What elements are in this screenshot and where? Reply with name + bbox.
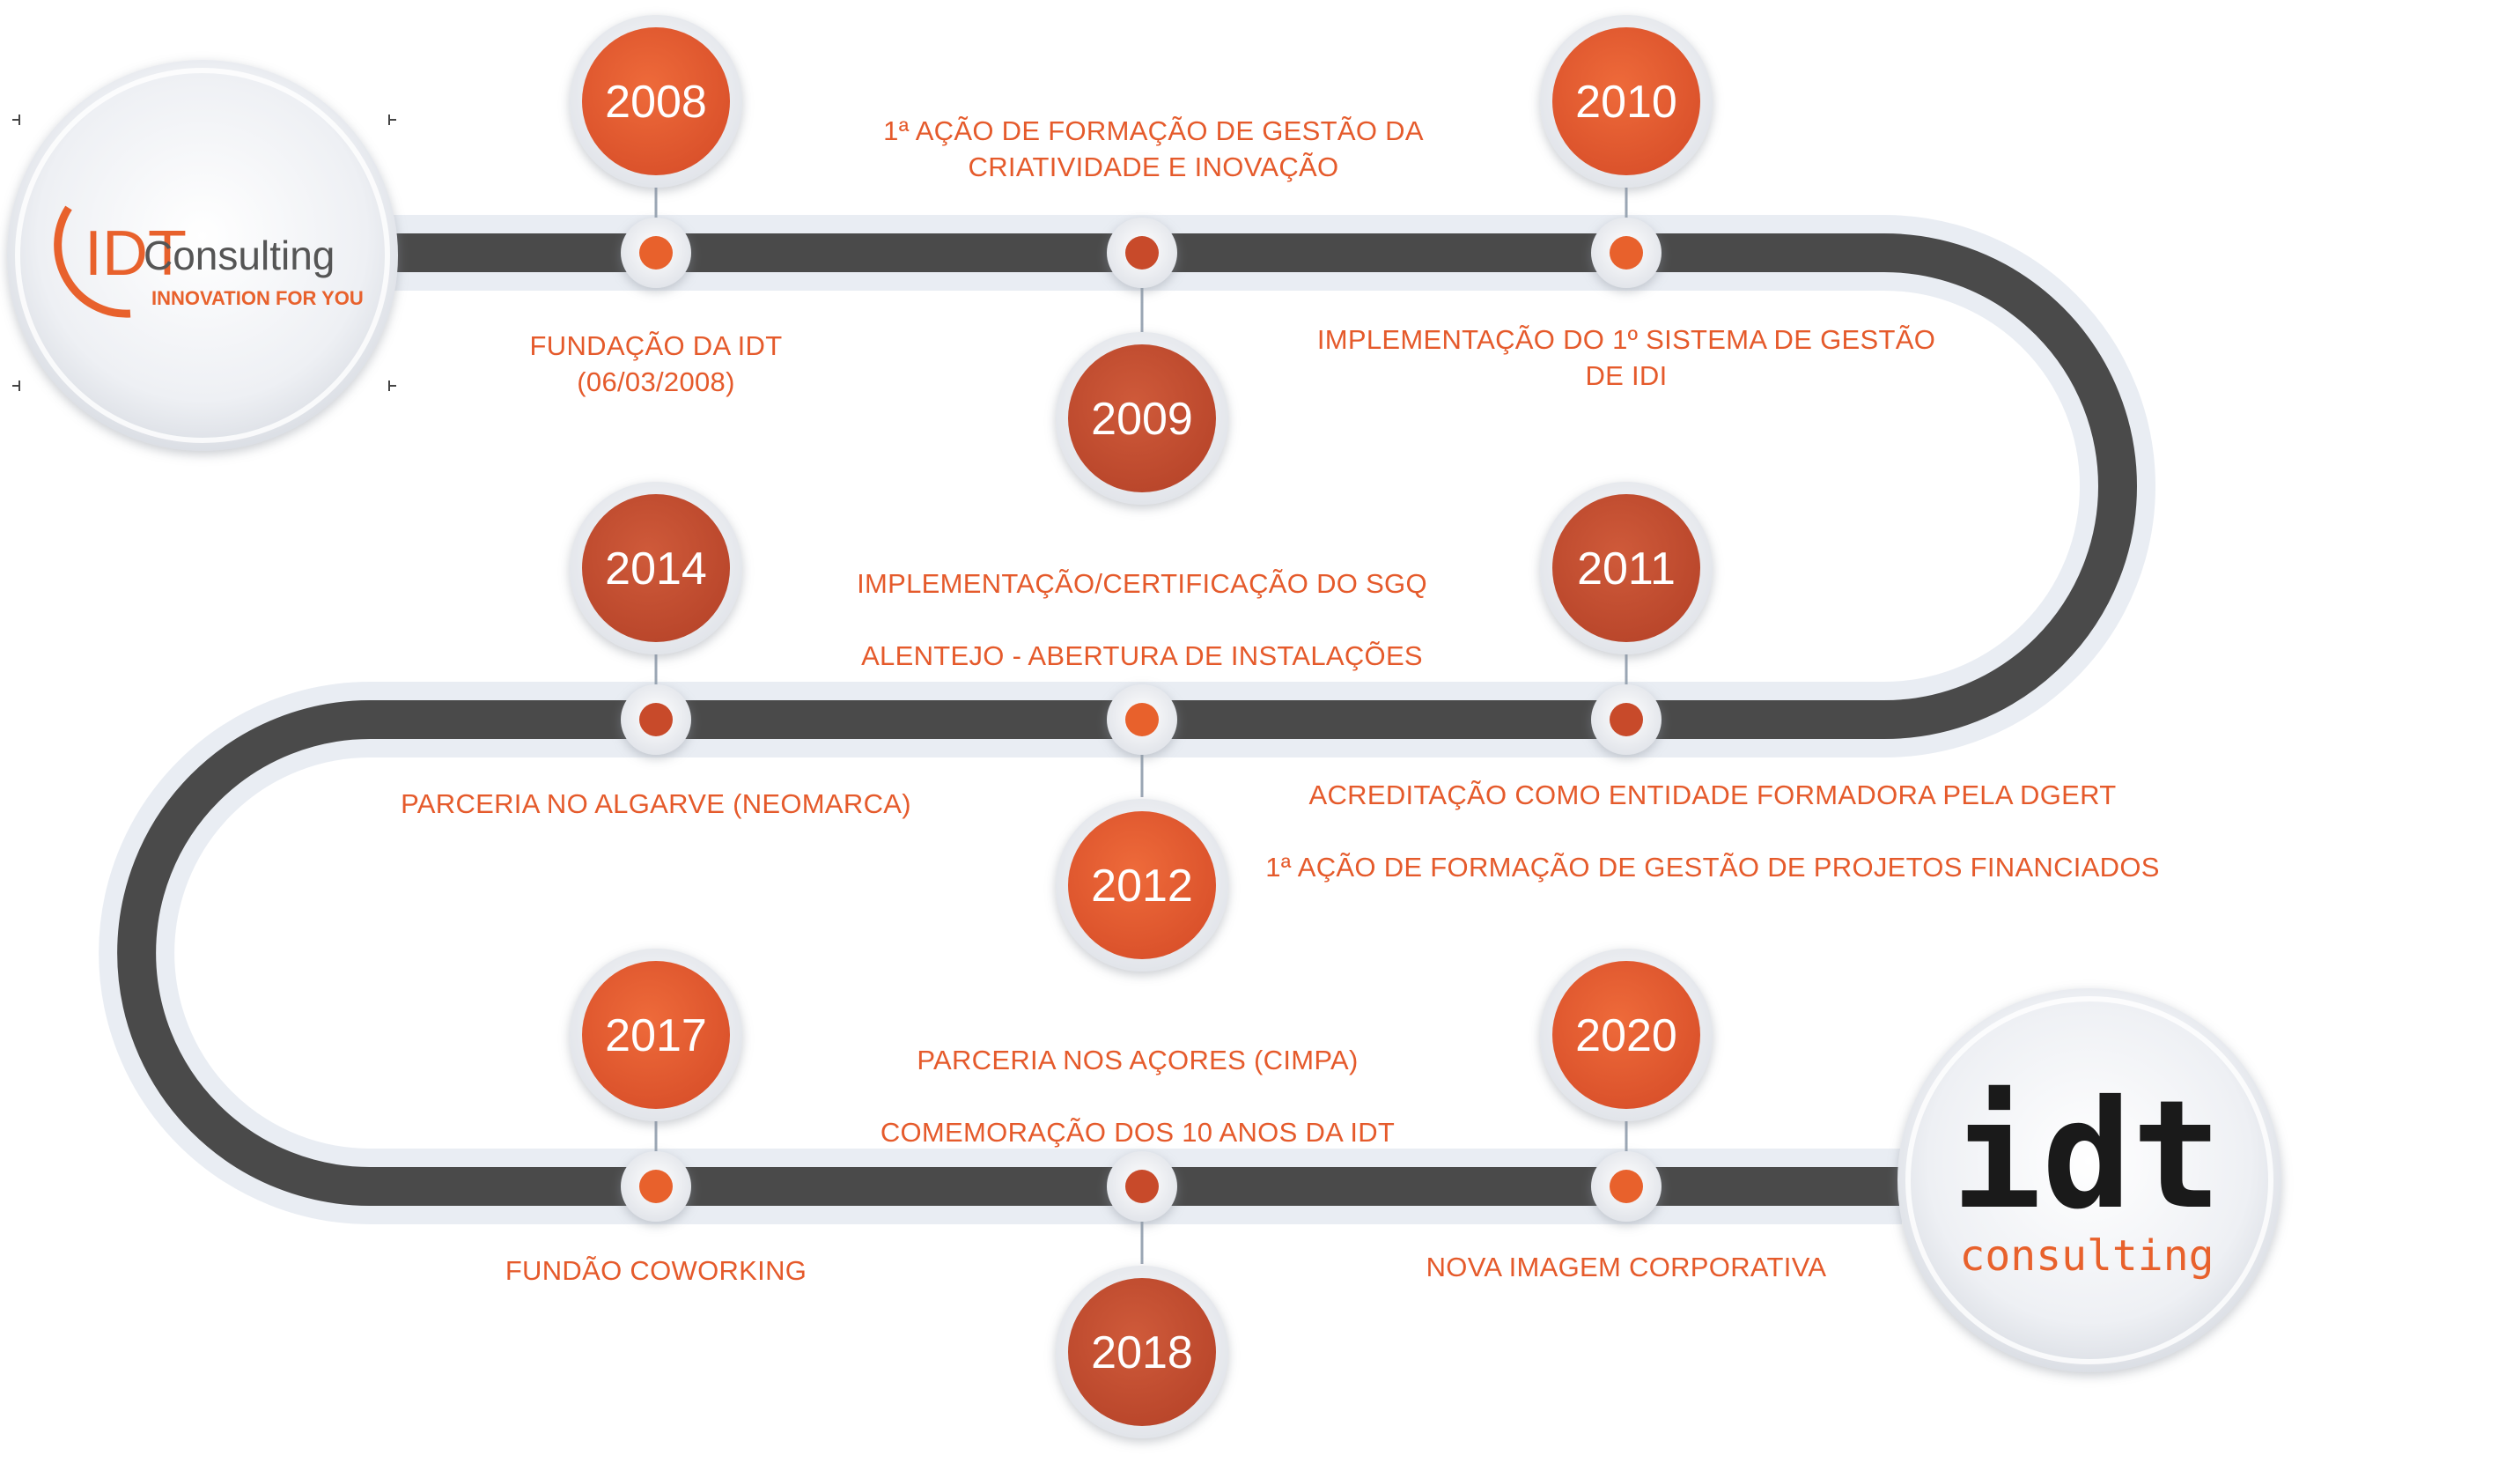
year-text-2009: 2009 [1091,394,1193,445]
year-badge-fill-2020 [1552,961,1700,1109]
logo-wordmark: Consulting [144,233,335,278]
year-badge-fill-2012 [1068,811,1216,959]
year-text-2018: 2018 [1091,1327,1193,1378]
milestone-dot-2008 [639,236,673,270]
year-badge-fill-2018 [1068,1278,1216,1426]
year-text-2012: 2012 [1091,861,1193,912]
milestone-2017-label: FUNDÃO COWORKING [505,1255,807,1286]
year-text-2020: 2020 [1575,1010,1677,1061]
milestone-2008-label: FUNDAÇÃO DA IDT(06/03/2008) [529,330,783,397]
milestone-dot-2018 [1125,1170,1159,1203]
year-badge-fill-2011 [1552,494,1700,642]
idt-consulting-logo-end: idt consulting [1897,988,2281,1372]
milestone-dot-2009 [1125,236,1159,270]
year-text-2008: 2008 [605,77,707,128]
logo-tagline: INNOVATION FOR YOU [151,287,364,309]
milestone-2012-label: IMPLEMENTAÇÃO/CERTIFICAÇÃO DO SGQ ALENTE… [857,568,1427,671]
milestone-dot-2011 [1610,703,1643,736]
idt-consulting-logo-start: IDT Consulting INNOVATION FOR YOU [7,60,398,451]
milestone-dot-2020 [1610,1170,1643,1203]
milestone-dot-2012 [1125,703,1159,736]
logo-swoosh-icon [54,205,131,318]
year-badge-fill-2010 [1552,27,1700,175]
year-text-2017: 2017 [605,1010,707,1061]
year-badge-fill-2017 [582,961,730,1109]
milestone-2011-label: ACREDITAÇÃO COMO ENTIDADE FORMADORA PELA… [1265,780,2160,883]
year-badge-fill-2009 [1068,344,1216,492]
milestone-2018-label: PARCERIA NOS AÇORES (CIMPA) COMEMORAÇÃO … [880,1045,1396,1148]
milestone-dot-2010 [1610,236,1643,270]
milestone-2020-label: NOVA IMAGEM CORPORATIVA [1426,1252,1827,1282]
year-text-2011: 2011 [1577,543,1676,595]
year-text-2010: 2010 [1575,77,1677,128]
year-badge-fill-2014 [582,494,730,642]
milestone-dot-2014 [639,703,673,736]
year-text-2014: 2014 [605,543,707,595]
milestone-dots [621,218,1662,1222]
logo-monogram: IDT [85,218,187,289]
year-badge-fill-2008 [582,27,730,175]
milestone-2014-label: PARCERIA NO ALGARVE (NEOMARCA) [401,788,911,819]
year-badges: 2008 2009 2010 2011 2012 2014 2017 2018 2020 [570,15,1713,1438]
milestone-dot-2017 [639,1170,673,1203]
logo-idt-text: idt [1951,1068,2222,1243]
logo-consulting-text: consulting [1960,1231,2214,1281]
